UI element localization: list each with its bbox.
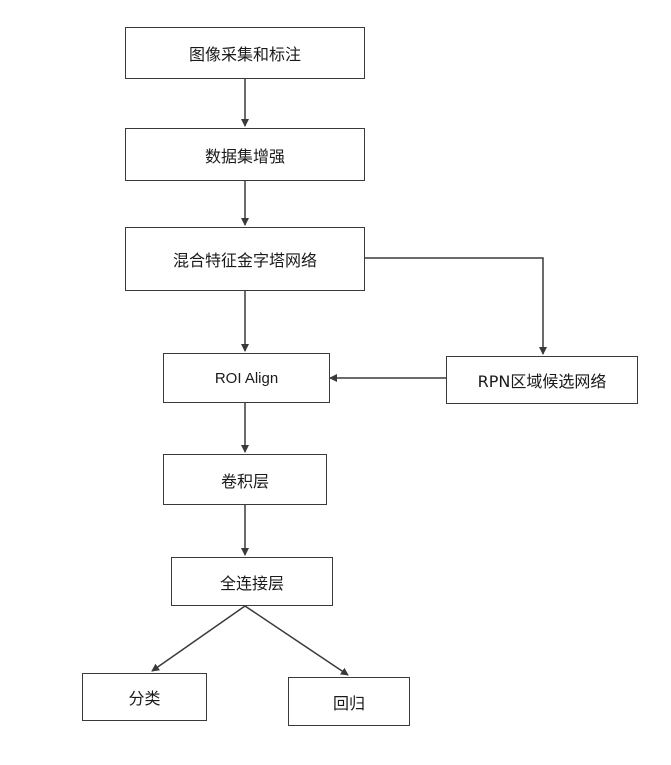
box-reg-text: 回归 [332, 693, 365, 713]
box-image-label-text: 图像采集和标注 [188, 45, 301, 64]
box-roi-align: ROI Align [163, 353, 330, 403]
box-image-label: 图像采集和标注 [125, 27, 365, 79]
box-augment: 数据集增强 [125, 128, 365, 181]
box-fc: 全连接层 [171, 557, 333, 606]
box-fpn: 混合特征金字塔网络 [125, 227, 365, 291]
box-fpn-text: 混合特征金字塔网络 [172, 251, 317, 270]
edge-fc-to-cls [151, 605, 246, 672]
box-fc-text: 全连接层 [219, 573, 284, 593]
box-augment-text: 数据集增强 [204, 146, 285, 166]
box-conv-text: 卷积层 [220, 471, 269, 491]
box-rpn-text: RPN区域候选网络 [477, 372, 607, 391]
box-cls-text: 分类 [128, 689, 161, 708]
box-cls: 分类 [82, 673, 207, 721]
box-rpn: RPN区域候选网络 [446, 356, 638, 404]
edge-fc-to-reg [244, 605, 349, 676]
box-reg: 回归 [288, 677, 410, 726]
box-roi-align-text: ROI Align [214, 369, 279, 387]
box-conv: 卷积层 [163, 454, 327, 505]
edge-fpn-to-rpn [365, 257, 547, 355]
